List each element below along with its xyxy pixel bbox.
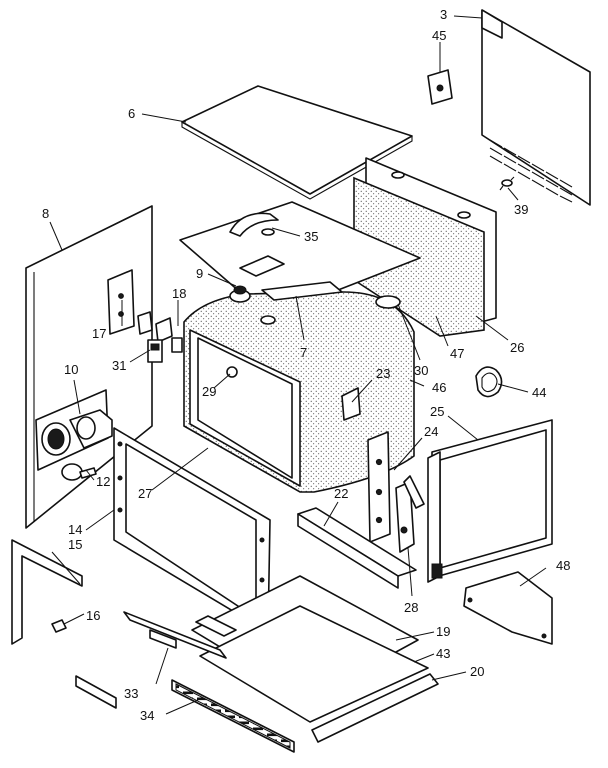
callout-35: 35 [304,229,318,244]
callout-6: 6 [128,106,135,121]
callout-43: 43 [436,646,450,661]
part-31-switch [147,337,183,363]
part-24-hinge-bracket [367,431,391,543]
callout-30: 30 [414,363,428,378]
callout-3: 3 [440,7,447,22]
callout-22: 22 [334,486,348,501]
part-3-rear-panel [481,9,591,206]
callout-48: 48 [556,558,570,573]
callout-15: 15 [68,537,82,552]
part-46-oven-cavity [183,281,415,493]
callout-47: 47 [450,346,464,361]
part-22-support-bar [297,507,417,589]
part-15-door-gasket [11,539,117,709]
callout-39: 39 [514,202,528,217]
callout-19: 19 [436,624,450,639]
part-45-bracket [427,69,453,105]
callout-33: 33 [124,686,138,701]
callout-labels: 3 45 6 39 8 35 9 18 17 31 7 47 30 26 10 … [42,7,570,723]
callout-26: 26 [510,340,524,355]
part-33-rail [123,611,227,659]
part-18-switch [137,311,173,343]
callout-9: 9 [196,266,203,281]
callout-31: 31 [112,358,126,373]
part-34-kick-plate [171,679,295,753]
callout-23: 23 [376,366,390,381]
callout-20: 20 [470,664,484,679]
callout-34: 34 [140,708,154,723]
callout-10: 10 [64,362,78,377]
part-25-side-panel [427,419,553,583]
callout-18: 18 [172,286,186,301]
callout-14: 14 [68,522,82,537]
part-16-clip [51,619,67,633]
part-10-knob-assembly [35,389,113,471]
callout-16: 16 [86,608,100,623]
part-6-top-panel [181,85,413,200]
callout-12: 12 [96,474,110,489]
part-14-front-frame [113,427,271,633]
callout-28: 28 [404,600,418,615]
callout-17: 17 [92,326,106,341]
callout-7: 7 [300,345,307,360]
callout-24: 24 [424,424,438,439]
leader-lines [49,15,547,715]
part-39-clip [499,176,515,191]
part-44-gasket [475,366,503,398]
part-43-bottom-tray [199,605,429,723]
part-28-door-hinge [395,475,425,553]
callout-46: 46 [432,380,446,395]
part-30-vent [375,295,401,309]
callout-44: 44 [532,385,546,400]
callout-29: 29 [202,384,216,399]
callout-27: 27 [138,486,152,501]
part-35-oven-top-frame [179,201,421,309]
callout-45: 45 [432,28,446,43]
louver-slots [489,139,573,203]
part-48-bracket-plate [463,571,553,645]
part-20-trim-strip [311,673,439,743]
callout-8: 8 [42,206,49,221]
callout-25: 25 [430,404,444,419]
